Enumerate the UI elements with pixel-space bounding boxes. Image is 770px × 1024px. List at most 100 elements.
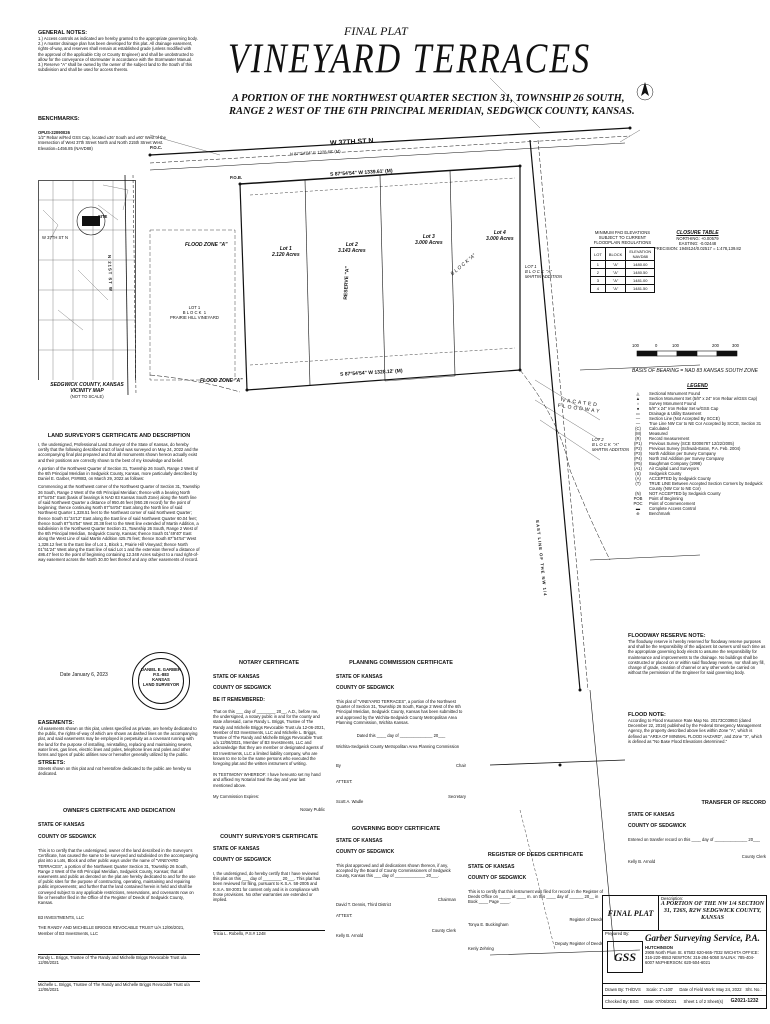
legend-item-label: Sectional Monument Found (649, 391, 701, 396)
legend-symbol-icon: — (635, 416, 641, 421)
planning-chair: Chair (455, 763, 466, 769)
owners-trust: THE RANDY AND MICHELLE BRIGGS REVOCABLE … (38, 925, 185, 936)
easements-text: All easements shown on this plat, unless… (38, 726, 198, 758)
planning-secretary-name: Scott A. Wadle (336, 799, 364, 805)
planning-mapc: Wichita-Sedgwick County Metropolitan Are… (336, 744, 460, 750)
legend-item-label: North 2nd Addition per Survey Company (649, 456, 724, 461)
easements-heading: EASEMENTS: (38, 720, 75, 726)
notary-remembered: BE IT REMEMBERED: (213, 697, 265, 703)
table-row: 2"A"1480.50 (590, 268, 656, 277)
owners-cert-text: This is to certify that the undersigned,… (38, 848, 198, 906)
martin-lot2-label: LOT 2 B L O C K "A" MARTIN ADDITION (592, 437, 629, 452)
legend-item: (P3)North Addition per Survey Company (630, 451, 765, 456)
owner-signature-1: Randy L. Briggs, Trustee of The Randy an… (38, 953, 200, 965)
governing-body-certificate: GOVERNING BODY CERTIFICATE STATE OF KANS… (336, 826, 456, 939)
surveyor-cert-p3: Commencing at the Northwest corner of th… (38, 484, 200, 563)
benchmarks-heading: BENCHMARKS: (38, 116, 80, 122)
legend-item: (M)Measured (630, 431, 765, 436)
west-boundary (239, 183, 248, 391)
lot-4: Lot 4 3.000 Acres (486, 230, 514, 242)
martin-lot1-label: LOT 1 B L O C K "A" MARTIN ADDITION (525, 264, 562, 279)
lot-2-area: 3.143 Acres (338, 248, 366, 254)
surveyor-cert-heading: LAND SURVEYOR'S CERTIFICATE AND DESCRIPT… (47, 433, 191, 439)
legend-item-label: 5/8" x 24" Iron Rebar Set w/GSS Cap (649, 406, 719, 411)
notary-state: STATE OF KANSAS (213, 674, 260, 680)
lot-1: Lot 1 2.120 Acres (272, 246, 300, 258)
legend-item-label: Baughman Company (1998) (649, 461, 702, 466)
register-text: This is to certify that this instrument … (468, 889, 603, 905)
prairie-hill-label: LOT 1 B L O C K 1 PRAIRIE HILL VINEYARD (170, 305, 219, 320)
legend-symbol-icon: ⊕ (636, 511, 640, 516)
transfer-clerk-name: Kelly B. Arnold (628, 859, 656, 865)
north-arrow (636, 82, 654, 101)
plat-subtitle-2: RANGE 2 WEST OF THE 6TH PRINCIPAL MERIDI… (229, 106, 635, 117)
planning-attest: ATTEST: (336, 778, 353, 784)
notary-certificate: NOTARY CERTIFICATE STATE OF KANSAS COUNT… (213, 660, 325, 812)
legend-item: ▭ Drainage & Utility Easement (630, 411, 765, 416)
vicinity-map: SITE W 37TH ST N SEDGWICK COUNTY, KANSAS… (38, 180, 136, 399)
transfer-text: Entered on transfer record on this ____ … (628, 837, 761, 842)
tb-offices: 2908 North Plum St. 67502 620-665-7032 W… (645, 950, 759, 965)
legend-item: (C)Calculated (630, 426, 765, 431)
planning-secretary: Secretary (448, 793, 466, 799)
tb-desc: A PORTION OF THE NW 1/4 SECTION 31, T26S… (660, 901, 765, 921)
county-surveyor-text: I, the undersigned, do hereby certify th… (213, 871, 321, 903)
legend-item-label: NOT ACCEPTED by Sedgwick County (649, 491, 721, 496)
tb-sheet-no-label: Sht. No.: (745, 987, 762, 992)
south-boundary (246, 369, 521, 391)
fp-col-lot: LOT (590, 247, 606, 261)
legend-symbol-icon: ▭ (636, 411, 640, 416)
table-row: 1"A"1480.00 (590, 260, 656, 269)
legend-symbol-icon: — (635, 421, 641, 426)
transfer-of-record: TRANSFER OF RECORD STATE OF KANSAS COUNT… (628, 800, 766, 865)
planning-heading: PLANNING COMMISSION CERTIFICATE (349, 660, 453, 666)
legend-item-label: Point of Commencement (649, 501, 696, 506)
legend-symbol-icon: ▬ (635, 506, 641, 511)
legend-item-label: Record measurement (649, 436, 690, 441)
site-marker (82, 216, 100, 226)
general-notes: GENERAL NOTES: 1.) Access controls as in… (38, 30, 198, 72)
table-row: 4"A"1481.50 (590, 284, 656, 293)
lot-3-name: Lot 3 (422, 234, 435, 240)
vicinity-subtitle: VICINITY MAP (70, 388, 104, 394)
streets-text: Streets shown on this plat and not heret… (38, 766, 192, 777)
flood-zone-a-1: FLOOD ZONE "A" (185, 242, 228, 248)
tb-job: G2021-1232 (730, 998, 759, 1004)
county-surveyor-certificate: COUNTY SURVEYOR'S CERTIFICATE STATE OF K… (213, 834, 325, 936)
legend-item-label: Drainage & Utility Easement (649, 411, 702, 416)
legend-symbol-icon: ▲ (635, 396, 641, 401)
floodway-note: FLOODWAY RESERVE NOTE: The floodway rese… (628, 633, 766, 675)
legend-item-label: TRUE LINE Between Accepted Section Corne… (649, 481, 763, 491)
legend-symbol-icon: (A1) (634, 466, 642, 471)
surveyor-seal: DANIEL E. GARBER P.S.-883 KANSAS LAND SU… (132, 652, 190, 710)
register-label: Register of Deeds (569, 916, 603, 922)
legend-item-label: North Addition per Survey Company (649, 451, 716, 456)
closure-line-3: PRECISION: 1948124/0.02517 = 1:478,139.8… (653, 246, 742, 251)
register-county: COUNTY OF SEDGWICK (468, 875, 527, 881)
legend-item: (P1)Previous Survey (SCE 02006787 12/22/… (630, 441, 765, 446)
legend: LEGEND ◬Sectional Monument Found▲Section… (630, 383, 765, 516)
transfer-county: COUNTY OF SEDGWICK (628, 823, 687, 829)
vicinity-scale: (NOT TO SCALE) (70, 394, 104, 399)
general-note-2: 2.) A master drainage plan has been deve… (38, 41, 194, 62)
owners-company: B3 INVESTMENTS, LLC (38, 915, 85, 921)
flood-note-heading: FLOOD NOTE: (628, 712, 666, 718)
legend-item-label: Calculated (649, 426, 669, 431)
legend-item-label: Point of Beginning (649, 496, 683, 501)
legend-symbol-icon: (N) (635, 491, 641, 496)
owners-state: STATE OF KANSAS (38, 822, 85, 828)
closure-line-2: EASTING: -0.02448 (678, 241, 717, 246)
general-notes-heading: GENERAL NOTES: (38, 30, 88, 36)
governing-clerk-name: Kelly B. Arnold (336, 933, 364, 939)
surveyor-cert-p2: A portion of the Northwest Quarter of Se… (38, 465, 199, 482)
legend-item: (P4)North 2nd Addition per Survey Compan… (630, 456, 765, 461)
legend-item: —Section Line (Not Accepted By SCCE) (630, 416, 765, 421)
lot-4-area: 3.000 Acres (486, 236, 514, 242)
governing-chairman: Chairman (437, 896, 456, 902)
lot-2-name: Lot 2 (345, 242, 358, 248)
governing-state: STATE OF KANSAS (336, 838, 383, 844)
north-section-line (149, 127, 631, 156)
floodplain-table-title: MINIMUM PAD ELEVATIONS SUBJECT TO CURREN… (593, 230, 652, 245)
county-surveyor-heading: COUNTY SURVEYOR'S CERTIFICATE (220, 834, 318, 840)
register-state: STATE OF KANSAS (468, 864, 515, 870)
